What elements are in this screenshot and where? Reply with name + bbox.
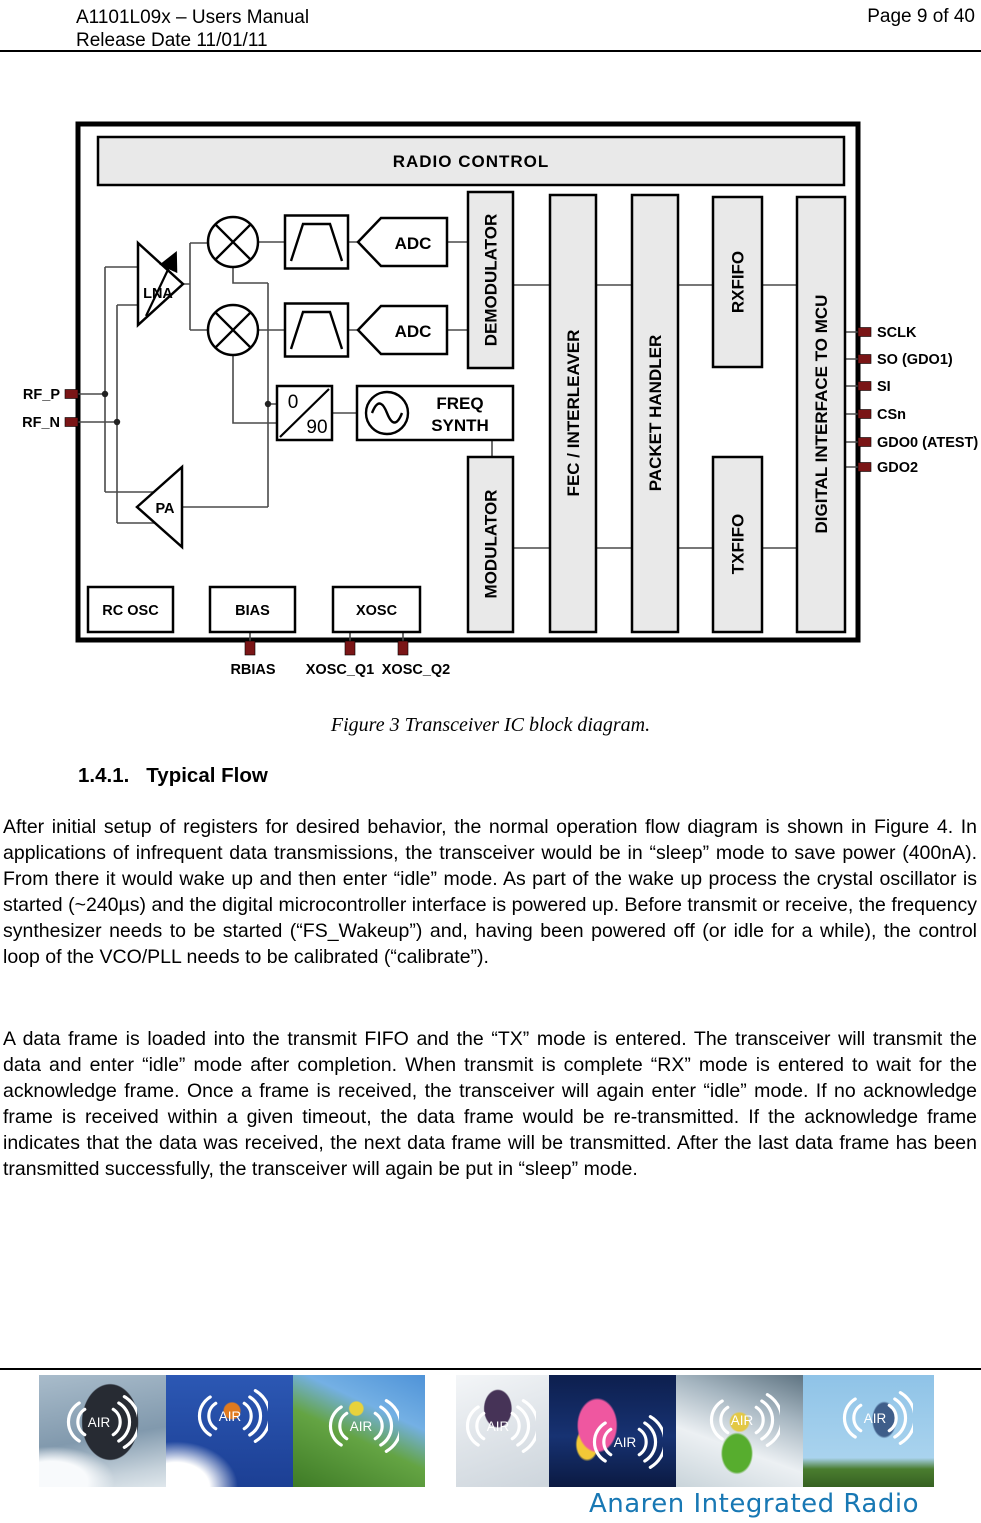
bandpass-filter-i: [283, 214, 350, 270]
radio-control-block: [96, 135, 846, 187]
air-logo: AIR: [328, 1399, 399, 1453]
air-label: AIR: [864, 1411, 887, 1426]
fec-interleaver-block: [548, 193, 598, 634]
rf-n-pin: [64, 417, 79, 427]
adc-q-label: ADC: [395, 322, 432, 341]
xosc-block: [331, 585, 422, 634]
freq-synth-label-1: FREQ: [436, 394, 483, 413]
mixer-i: [206, 215, 260, 269]
bottom-pins: [244, 640, 409, 656]
xosc-q1-label: XOSC_Q1: [306, 662, 375, 678]
modulator-label: MODULATOR: [482, 490, 501, 599]
gdo2-label: GDO2: [877, 460, 918, 476]
header-rule: [0, 50, 981, 52]
bias-block: [208, 585, 297, 634]
sclk-label: SCLK: [877, 325, 917, 341]
adc-q: ADC: [356, 304, 449, 356]
sine-wave-icon: [370, 402, 404, 424]
mixer-q: [206, 303, 260, 357]
air-logo: AIR: [197, 1389, 268, 1443]
footer-photo-skier: AIR: [166, 1375, 293, 1487]
txfifo-label: TXFIFO: [729, 514, 748, 574]
body-paragraph-1: After initial setup of registers for des…: [3, 816, 977, 968]
phase-shifter-block: 0 90: [275, 384, 334, 442]
rxfifo-label: RXFIFO: [729, 251, 748, 313]
xosc-q2-label: XOSC_Q2: [382, 662, 451, 678]
bias-label: BIAS: [235, 603, 270, 619]
freq-synth-label-2: SYNTH: [431, 416, 489, 435]
right-pins: [857, 327, 872, 472]
wire-junction-dots: [101, 390, 272, 426]
xosc-label: XOSC: [356, 603, 398, 619]
modulator-block: [466, 455, 515, 634]
transceiver-block-diagram: RADIO CONTROL LNA ADC ADC: [22, 121, 978, 678]
brand-text: Anaren Integrated Radio: [588, 1489, 919, 1519]
section-title: Typical Flow: [146, 764, 268, 787]
footer-photo-windsurfer: AIR: [549, 1375, 676, 1487]
footer-photo-kayaker: AIR: [676, 1375, 803, 1487]
freq-synth-block: FREQ SYNTH: [355, 384, 515, 442]
csn-label: CSn: [877, 407, 906, 423]
section-heading: 1.4.1. Typical Flow: [78, 764, 268, 788]
si-label: SI: [877, 379, 891, 395]
rf-n-label: RF_N: [22, 415, 60, 431]
air-logo: AIR: [709, 1393, 780, 1447]
bandpass-filter-q: [283, 302, 350, 358]
rc-osc-block: [86, 585, 175, 634]
release-date: Release Date 11/01/11: [76, 30, 268, 51]
adc-i-label: ADC: [395, 234, 432, 253]
phase0-label: 0: [288, 392, 299, 413]
demodulator-block: [466, 190, 515, 370]
air-label: AIR: [350, 1419, 373, 1434]
air-label: AIR: [731, 1413, 754, 1428]
header-left: A1101L09x – Users Manual Release Date 11…: [76, 6, 309, 52]
phase90-label: 90: [306, 417, 327, 438]
rbias-label: RBIAS: [230, 662, 275, 678]
adc-i: ADC: [356, 216, 449, 268]
rf-p-label: RF_P: [23, 387, 60, 403]
radio-control-label: RADIO CONTROL: [393, 152, 550, 171]
air-logo: AIR: [465, 1399, 536, 1453]
section-number: 1.4.1.: [78, 764, 130, 787]
packet-handler-label: PACKET HANDLER: [646, 335, 665, 491]
lna-label: LNA: [143, 286, 173, 302]
air-label: AIR: [487, 1419, 510, 1434]
demodulator-label: DEMODULATOR: [482, 214, 501, 347]
diagram-wires: [78, 241, 858, 641]
packet-handler-block: [630, 193, 680, 634]
body-paragraph-2: A data frame is loaded into the transmit…: [3, 1028, 977, 1180]
figure-caption: Figure 3 Transceiver IC block diagram.: [330, 714, 651, 736]
lna-gain-arrow: [145, 251, 178, 317]
footer-photo-skateboarder: AIR: [39, 1375, 166, 1487]
txfifo-block: [711, 455, 764, 634]
footer-photo-inline-skater: AIR: [803, 1375, 934, 1487]
page-number: Page 9 of 40: [867, 6, 975, 27]
rc-osc-label: RC OSC: [102, 603, 159, 619]
air-label: AIR: [614, 1435, 637, 1450]
digital-interface-block: [795, 195, 847, 634]
air-logo: AIR: [66, 1395, 137, 1449]
footer-photo-mountain-biker: AIR: [293, 1375, 425, 1487]
air-logo: AIR: [592, 1415, 663, 1469]
air-label: AIR: [219, 1409, 242, 1424]
document-title: A1101L09x – Users Manual: [76, 7, 310, 28]
fec-interleaver-label: FEC / INTERLEAVER: [564, 330, 583, 497]
footer-rule: [0, 1368, 981, 1370]
rxfifo-block: [711, 195, 764, 369]
gdo0-atest-label: GDO0 (ATEST): [877, 435, 978, 451]
footer-photo-snowboarder: AIR: [456, 1375, 549, 1487]
digital-interface-label: DIGITAL INTERFACE TO MCU: [812, 295, 831, 534]
pa-label: PA: [155, 501, 175, 517]
pa-amplifier: [135, 464, 184, 550]
so-gdo1-label: SO (GDO1): [877, 352, 953, 368]
air-label: AIR: [88, 1415, 111, 1430]
rf-p-pin: [64, 389, 79, 399]
air-logo: AIR: [842, 1391, 913, 1445]
